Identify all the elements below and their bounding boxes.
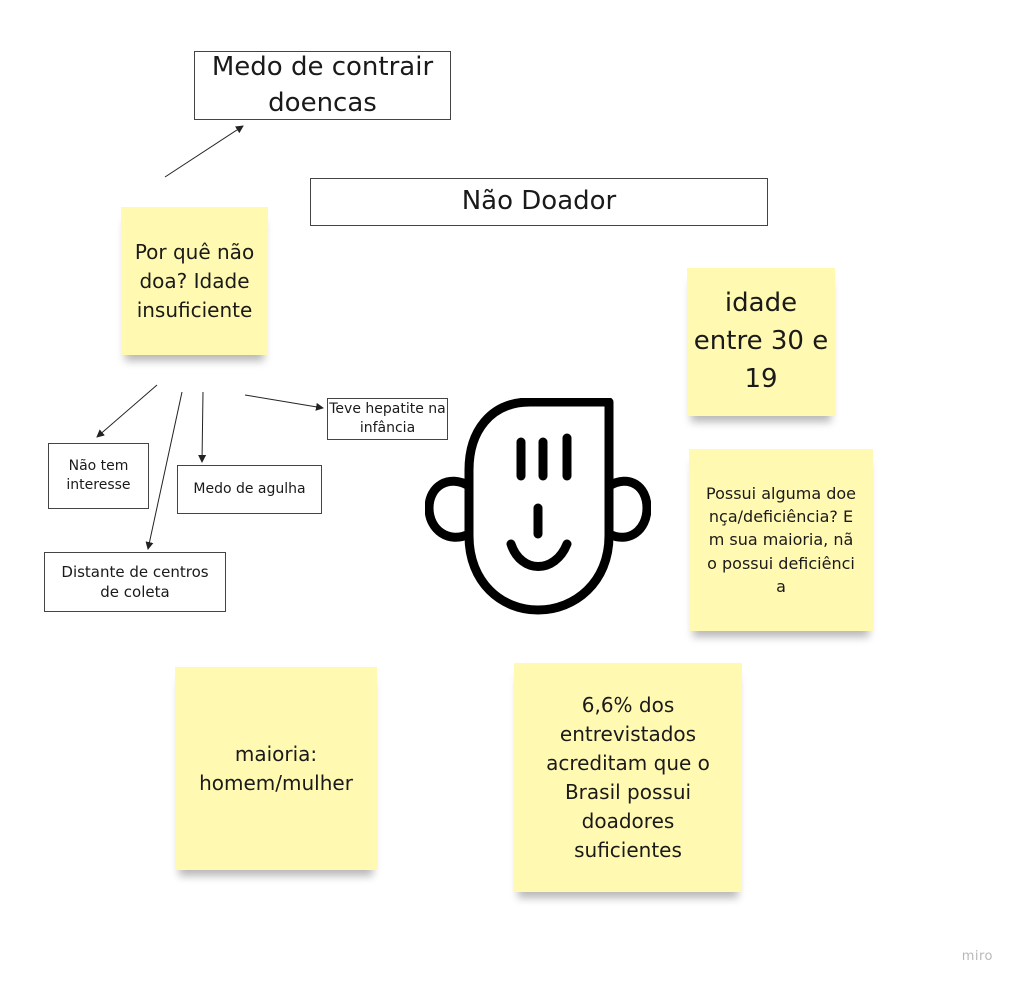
- sticky-note-por-que[interactable]: Por quê não doa? Idade insuficiente: [121, 207, 268, 355]
- box-distante-de-centros-text: Distante de centros de coleta: [61, 562, 209, 601]
- sticky-note-entrevistados[interactable]: 6,6% dos entrevistados acreditam que o B…: [514, 663, 742, 892]
- box-medo-de-contrair-doencas[interactable]: Medo de contrair doencas: [194, 51, 451, 120]
- arrow-to-nao-tem-interesse: [96, 384, 158, 438]
- box-medo-de-contrair-doencas-text: Medo de contrair doencas: [211, 52, 434, 118]
- arrow-to-medo-agulha: [198, 391, 207, 463]
- person-face-icon: [425, 398, 651, 615]
- sticky-note-deficiencia[interactable]: Possui alguma doença/deficiência? Em sua…: [689, 449, 873, 631]
- box-teve-hepatite[interactable]: Teve hepatite na infância: [327, 398, 448, 440]
- arrow-to-teve-hepatite: [244, 394, 324, 411]
- box-nao-tem-interesse[interactable]: Não tem interesse: [48, 443, 149, 509]
- sticky-note-idade-text: idade entre 30 e 19: [693, 288, 829, 394]
- box-nao-tem-interesse-text: Não tem interesse: [66, 458, 131, 493]
- sticky-note-maioria[interactable]: maioria: homem/mulher: [175, 667, 377, 870]
- nao-doador-title-text: Não Doador: [461, 186, 617, 217]
- miro-brand-label: miro: [961, 949, 993, 964]
- sticky-note-deficiencia-text: Possui alguma doença/deficiência? Em sua…: [705, 484, 857, 596]
- box-distante-de-centros[interactable]: Distante de centros de coleta: [44, 552, 226, 612]
- box-nao-doador-title[interactable]: Não Doador: [310, 178, 768, 226]
- sticky-note-idade[interactable]: idade entre 30 e 19: [687, 268, 835, 416]
- sticky-note-por-que-text: Por quê não doa? Idade insuficiente: [134, 239, 255, 322]
- sticky-note-entrevistados-text: 6,6% dos entrevistados acreditam que o B…: [546, 692, 710, 862]
- box-medo-de-agulha-text: Medo de agulha: [193, 481, 306, 498]
- sticky-note-maioria-text: maioria: homem/mulher: [199, 741, 353, 795]
- box-medo-de-agulha[interactable]: Medo de agulha: [177, 465, 322, 514]
- box-teve-hepatite-text: Teve hepatite na infância: [329, 401, 446, 436]
- arrow-to-distante-centros: [145, 391, 183, 550]
- arrow-to-medo-doencas: [164, 125, 244, 178]
